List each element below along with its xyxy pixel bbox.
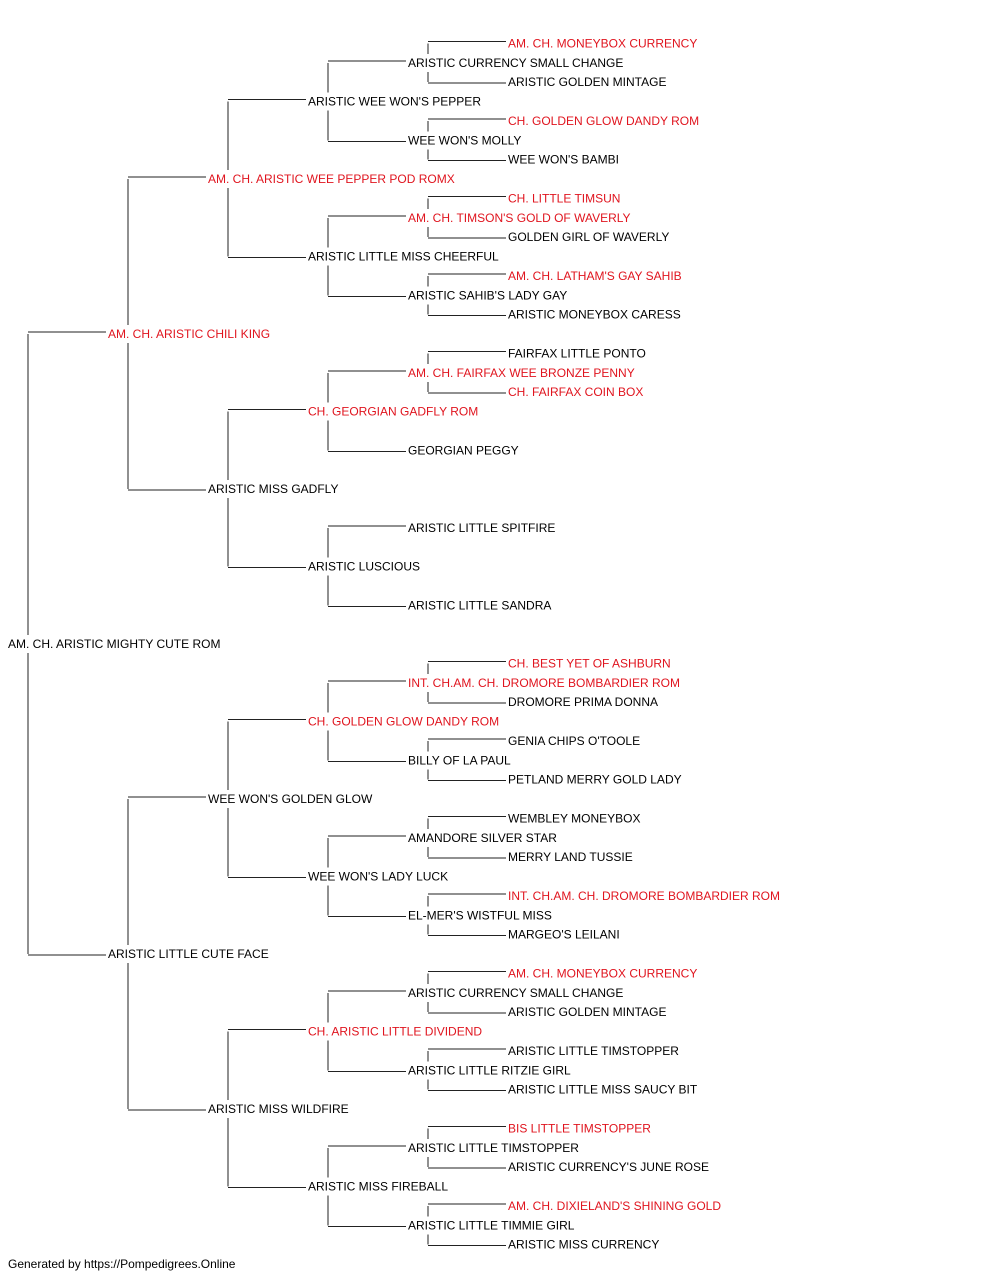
dog-name: ARISTIC LITTLE SANDRA — [408, 598, 551, 612]
dog-name: ARISTIC LITTLE MISS CHEERFUL — [308, 250, 499, 264]
dog-name: WEE WON'S GOLDEN GLOW — [208, 792, 373, 806]
champion-name: CH. ARISTIC LITTLE DIVIDEND — [308, 1025, 482, 1039]
dog-name: ARISTIC LITTLE MISS SAUCY BIT — [508, 1083, 698, 1097]
dog-name: ARISTIC LITTLE RITZIE GIRL — [408, 1063, 571, 1077]
dog-name: ARISTIC LITTLE TIMMIE GIRL — [408, 1218, 575, 1232]
dog-name: ARISTIC GOLDEN MINTAGE — [508, 1005, 666, 1019]
dog-name: ARISTIC LUSCIOUS — [308, 560, 420, 574]
dog-name: WEE WON'S MOLLY — [408, 133, 521, 147]
footer-credit: Generated by https://Pompedigrees.Online — [8, 1257, 236, 1271]
dog-name: ARISTIC MISS CURRENCY — [508, 1238, 659, 1250]
champion-name: AM. CH. DIXIELAND'S SHINING GOLD — [508, 1199, 721, 1213]
dog-name: DROMORE PRIMA DONNA — [508, 695, 658, 709]
dog-name: MARGEO'S LEILANI — [508, 928, 620, 942]
dog-name: WEE WON'S LADY LUCK — [308, 870, 448, 884]
dog-name: MERRY LAND TUSSIE — [508, 850, 633, 864]
dog-name: WEE WON'S BAMBI — [508, 153, 619, 167]
champion-name: CH. GOLDEN GLOW DANDY ROM — [508, 114, 699, 128]
dog-name: AMANDORE SILVER STAR — [408, 831, 557, 845]
dog-name: WEMBLEY MONEYBOX — [508, 811, 640, 825]
dog-name: GEORGIAN PEGGY — [408, 443, 519, 457]
dog-name: GOLDEN GIRL OF WAVERLY — [508, 230, 669, 244]
dog-name: AM. CH. ARISTIC MIGHTY CUTE ROM — [8, 637, 220, 651]
dog-name: BILLY OF LA PAUL — [408, 753, 511, 767]
dog-name: ARISTIC GOLDEN MINTAGE — [508, 75, 666, 89]
dog-name: ARISTIC LITTLE CUTE FACE — [108, 947, 269, 961]
champion-name: AM. CH. MONEYBOX CURRENCY — [508, 966, 697, 980]
pedigree-tree: AM. CH. ARISTIC MIGHTY CUTE ROM AM. CH. A… — [8, 36, 780, 1250]
dog-name: ARISTIC CURRENCY'S JUNE ROSE — [508, 1160, 709, 1174]
champion-name: CH. LITTLE TIMSUN — [508, 191, 620, 205]
champion-name: CH. GEORGIAN GADFLY ROM — [308, 405, 478, 419]
dog-name: ARISTIC MONEYBOX CARESS — [508, 308, 681, 322]
champion-name: INT. CH.AM. CH. DROMORE BOMBARDIER ROM — [508, 889, 780, 903]
dog-name: ARISTIC CURRENCY SMALL CHANGE — [408, 986, 623, 1000]
champion-name: CH. GOLDEN GLOW DANDY ROM — [308, 715, 499, 729]
dog-name: PETLAND MERRY GOLD LADY — [508, 773, 682, 787]
champion-name: INT. CH.AM. CH. DROMORE BOMBARDIER ROM — [408, 676, 680, 690]
dog-name: ARISTIC LITTLE TIMSTOPPER — [508, 1044, 679, 1058]
champion-name: BIS LITTLE TIMSTOPPER — [508, 1121, 651, 1135]
champion-name: AM. CH. ARISTIC CHILI KING — [108, 327, 270, 341]
dog-name: ARISTIC CURRENCY SMALL CHANGE — [408, 56, 623, 70]
dog-name: ARISTIC MISS GADFLY — [208, 482, 338, 496]
dog-name: ARISTIC LITTLE SPITFIRE — [408, 521, 555, 535]
dog-name: FAIRFAX LITTLE PONTO — [508, 346, 646, 360]
champion-name: CH. FAIRFAX COIN BOX — [508, 385, 643, 399]
champion-name: CH. BEST YET OF ASHBURN — [508, 656, 671, 670]
dog-name: ARISTIC WEE WON'S PEPPER — [308, 95, 481, 109]
champion-name: AM. CH. MONEYBOX CURRENCY — [508, 36, 697, 50]
champion-name: AM. CH. FAIRFAX WEE BRONZE PENNY — [408, 366, 635, 380]
dog-name: EL-MER'S WISTFUL MISS — [408, 908, 552, 922]
champion-name: AM. CH. LATHAM'S GAY SAHIB — [508, 269, 682, 283]
dog-name: ARISTIC LITTLE TIMSTOPPER — [408, 1141, 579, 1155]
dog-name: ARISTIC MISS WILDFIRE — [208, 1102, 349, 1116]
dog-name: ARISTIC MISS FIREBALL — [308, 1180, 448, 1194]
champion-name: AM. CH. TIMSON'S GOLD OF WAVERLY — [408, 211, 631, 225]
champion-name: AM. CH. ARISTIC WEE PEPPER POD ROMX — [208, 172, 455, 186]
dog-name: ARISTIC SAHIB'S LADY GAY — [408, 288, 567, 302]
dog-name: GENIA CHIPS O'TOOLE — [508, 734, 640, 748]
